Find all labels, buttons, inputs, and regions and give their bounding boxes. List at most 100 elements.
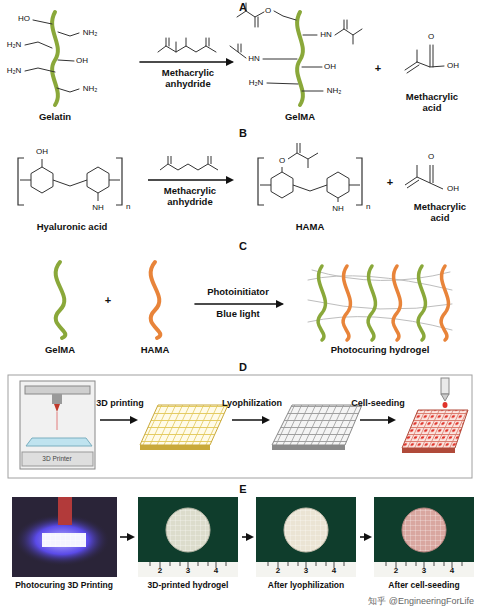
atom-label: OH — [76, 56, 88, 65]
atom-label: HO — [18, 14, 30, 23]
label-slot: 4 — [332, 566, 336, 575]
label-slot: Cell-seeding — [351, 398, 405, 408]
atom-label: OH — [447, 184, 459, 193]
label-slot: 3D printing — [96, 398, 144, 408]
atom-label: NH — [92, 203, 104, 212]
reagent-label: Methacrylic anhydride — [150, 186, 230, 208]
label-slot: OH — [447, 61, 459, 70]
step-label: Cell-seeding — [351, 398, 405, 408]
label-slot: O — [428, 152, 434, 161]
label-slot: OH — [76, 56, 88, 65]
label-slot: H₂N — [249, 78, 264, 87]
photo-caption: After cell-seeding — [388, 581, 459, 591]
reagent-label: Methacrylic anhydride — [148, 68, 228, 90]
label-slot: E — [239, 483, 246, 496]
label-slot: C — [239, 240, 247, 253]
repeat-index: n — [126, 202, 130, 211]
label-slot: 2 — [394, 566, 398, 575]
label-slot: NH₂ — [327, 86, 342, 95]
panel-letter: B — [239, 127, 247, 140]
step-label: Lyophilization — [222, 398, 282, 408]
compound-name: Gelatin — [39, 112, 71, 123]
atom-label: NH — [332, 204, 344, 213]
label-slot: Lyophilization — [222, 398, 282, 408]
panel-b-art — [18, 143, 443, 205]
ruler-number: 2 — [394, 566, 398, 575]
ruler-number: 3 — [186, 566, 190, 575]
compound-name: Photocuring hydrogel — [331, 345, 430, 356]
label-slot: Photoinitiator — [207, 287, 269, 298]
atom-label: O — [428, 152, 434, 161]
label-slot: NH₂ — [83, 84, 98, 93]
ruler-number: 3 — [422, 566, 426, 575]
atom-label: OH — [36, 147, 48, 156]
label-slot: O — [279, 156, 285, 165]
panel-letter: C — [239, 240, 247, 253]
label-slot: Photocuring hydrogel — [331, 345, 430, 356]
label-slot: O — [265, 6, 271, 15]
photo-caption: After lyophilization — [268, 581, 345, 591]
label-slot: Photocuring 3D Printing — [15, 581, 113, 591]
label-slot: After cell-seeding — [388, 581, 459, 591]
label-slot: Methacrylic acid — [410, 202, 470, 224]
watermark: 知乎 @EngineeringForLife — [368, 596, 474, 606]
label-slot: D — [239, 361, 247, 374]
label-slot: HAMA — [141, 345, 170, 356]
atom-label: NH₂ — [83, 84, 98, 93]
ruler-number: 3 — [304, 566, 308, 575]
label-slot: H₂N — [7, 66, 22, 75]
panel-letter: D — [239, 361, 247, 374]
atom-label: H₂N — [7, 66, 22, 75]
label-slot: Gelatin — [39, 112, 71, 123]
label-slot: 4 — [450, 566, 454, 575]
label-slot: 3D Printer — [42, 455, 71, 462]
label-slot: Methacrylic anhydride — [148, 68, 228, 90]
label-slot: n — [366, 202, 370, 211]
step-label: 3D printing — [96, 398, 144, 408]
label-slot: O — [428, 32, 434, 41]
atom-label: O — [279, 156, 285, 165]
label-slot: HO — [18, 14, 30, 23]
label-slot: OH — [324, 62, 336, 71]
label-slot: Blue light — [216, 309, 259, 320]
ruler-number: 4 — [214, 566, 218, 575]
label-slot: n — [126, 202, 130, 211]
repeat-index: n — [366, 202, 370, 211]
label-slot: Hyaluronic acid — [37, 222, 108, 233]
label-slot: + — [375, 62, 381, 75]
label-slot: Methacrylic acid — [402, 92, 462, 114]
atom-label: H₂N — [249, 78, 264, 87]
atom-label: OH — [447, 61, 459, 70]
label-slot: Methacrylic anhydride — [150, 186, 230, 208]
compound-name: HAMA — [141, 345, 170, 356]
label-slot: GelMA — [285, 112, 315, 123]
compound-name: HAMA — [296, 222, 325, 233]
compound-name: Hyaluronic acid — [37, 222, 108, 233]
photo-caption: Photocuring 3D Printing — [15, 581, 113, 591]
panel-letter: E — [239, 483, 246, 496]
label-slot: H₂N — [7, 40, 22, 49]
plus-sign: + — [105, 294, 111, 307]
label-slot: 3 — [186, 566, 190, 575]
label-slot: HAMA — [296, 222, 325, 233]
panel-e-art — [12, 497, 474, 577]
condition-label: Blue light — [216, 309, 259, 320]
compound-name: Methacrylic acid — [410, 202, 470, 224]
label-slot: 3D-printed hydrogel — [148, 581, 229, 591]
label-slot: OH — [36, 147, 48, 156]
label-slot: 4 — [214, 566, 218, 575]
label-slot: After lyophilization — [268, 581, 345, 591]
label-slot: + — [387, 176, 393, 189]
ruler-number: 2 — [276, 566, 280, 575]
reagent-label: Photoinitiator — [207, 287, 269, 298]
atom-label: O — [265, 6, 271, 15]
compound-name: GelMA — [285, 112, 315, 123]
label-slot: + — [105, 294, 111, 307]
panel-letter: A — [239, 1, 247, 14]
atom-label: NH₂ — [327, 86, 342, 95]
ruler-number: 4 — [450, 566, 454, 575]
label-slot: 3 — [422, 566, 426, 575]
label-slot: HN — [320, 30, 332, 39]
label-slot: NH — [332, 204, 344, 213]
